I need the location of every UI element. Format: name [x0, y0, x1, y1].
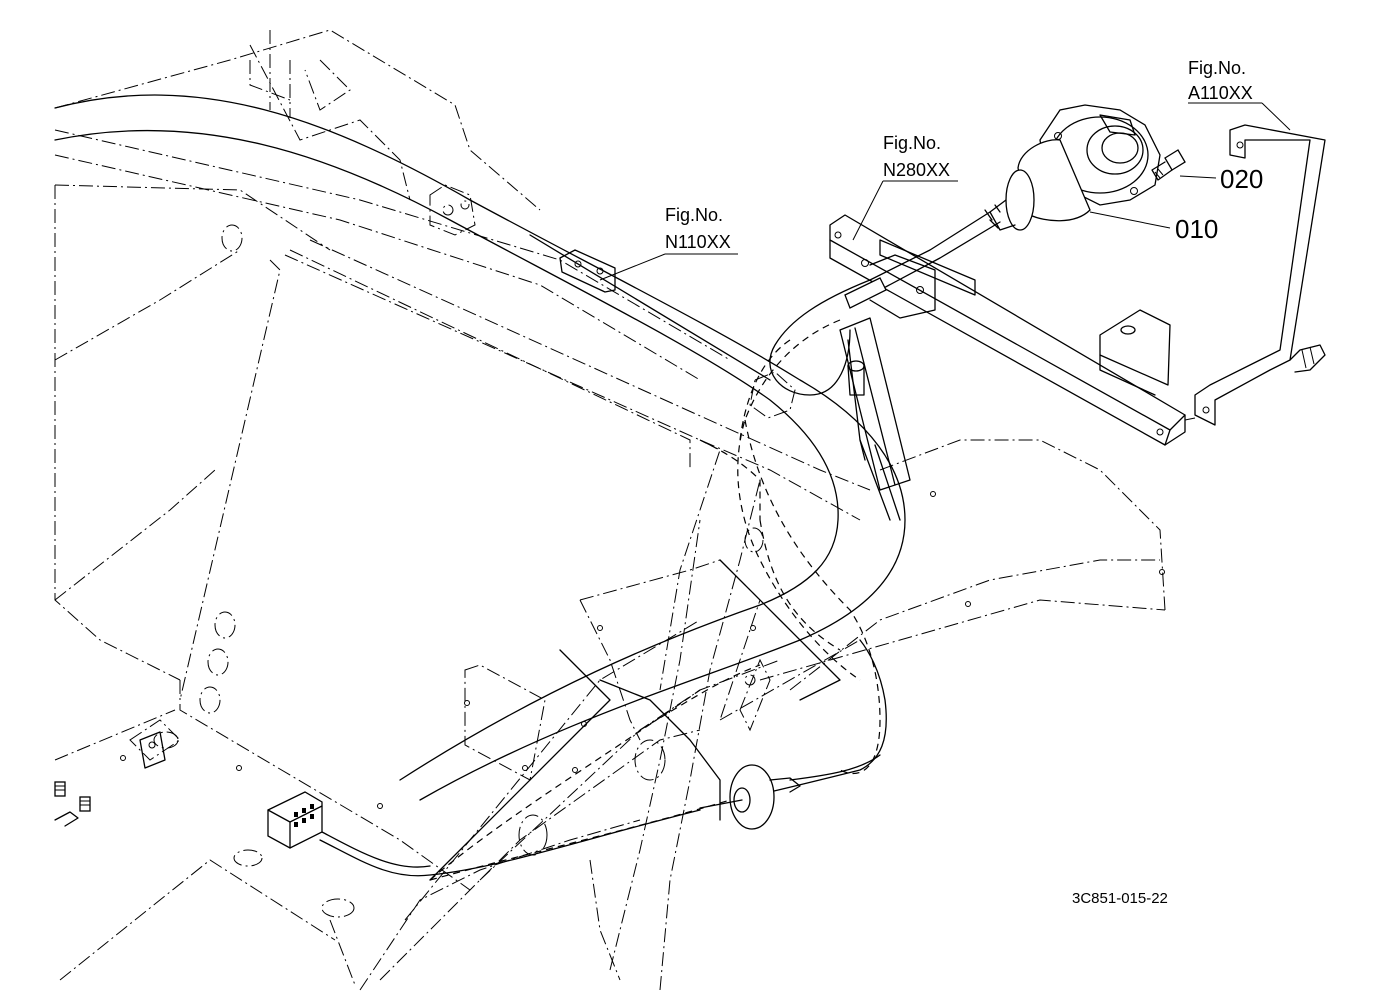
part-number-010: 010 [1175, 214, 1218, 244]
part-020-bolt [1151, 149, 1186, 181]
reference-label-n280: Fig.No. N280XX [883, 133, 950, 180]
rear-cross-bar [829, 214, 1186, 446]
reference-label-n110: Fig.No. N110XX [665, 205, 731, 252]
drawing-code: 3C851-015-22 [1072, 890, 1168, 907]
hidden-wiring [429, 319, 881, 881]
ref-n110-code: N110XX [665, 232, 731, 252]
bracket-a110 [1184, 124, 1326, 426]
floor-and-fender-outline [54, 29, 1166, 991]
small-bolts [54, 731, 166, 827]
ref-n280-code: N280XX [883, 160, 950, 180]
part-number-020: 020 [1220, 164, 1263, 194]
grommet [699, 764, 801, 830]
wire-connector [267, 791, 323, 849]
cross-member-frame [54, 30, 796, 732]
ref-a110-prefix: Fig.No. [1188, 58, 1246, 78]
curved-pipe-frame [54, 94, 906, 881]
ref-a110-code: A110XX [1188, 83, 1253, 103]
ref-n110-prefix: Fig.No. [665, 205, 723, 225]
part-010-sensor [844, 104, 1161, 309]
reference-label-a110: Fig.No. A110XX [1188, 58, 1253, 103]
ref-n280-prefix: Fig.No. [883, 133, 941, 153]
leader-lines [599, 102, 1291, 281]
cable-guide-column [839, 317, 911, 521]
wire-harness [319, 279, 887, 877]
